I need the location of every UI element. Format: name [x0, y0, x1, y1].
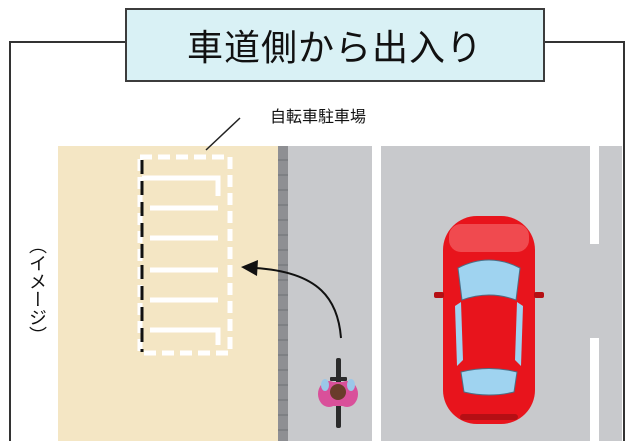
label-leader-line [205, 117, 241, 151]
bicycle-parking-label: 自転車駐車場 [270, 107, 367, 126]
page-title: 車道側から出入り [125, 8, 545, 82]
lane-markings [372, 146, 599, 441]
sidewalk-area [58, 146, 278, 441]
car-icon [434, 216, 544, 424]
image-note-label: （イメージ） [26, 236, 47, 344]
parking-stall-marks [142, 175, 221, 345]
bicycle-parking-outline [137, 154, 233, 356]
cyclist-icon [318, 358, 358, 428]
entry-arrow [241, 260, 342, 339]
frame-lines [9, 41, 625, 441]
curb [278, 146, 288, 441]
